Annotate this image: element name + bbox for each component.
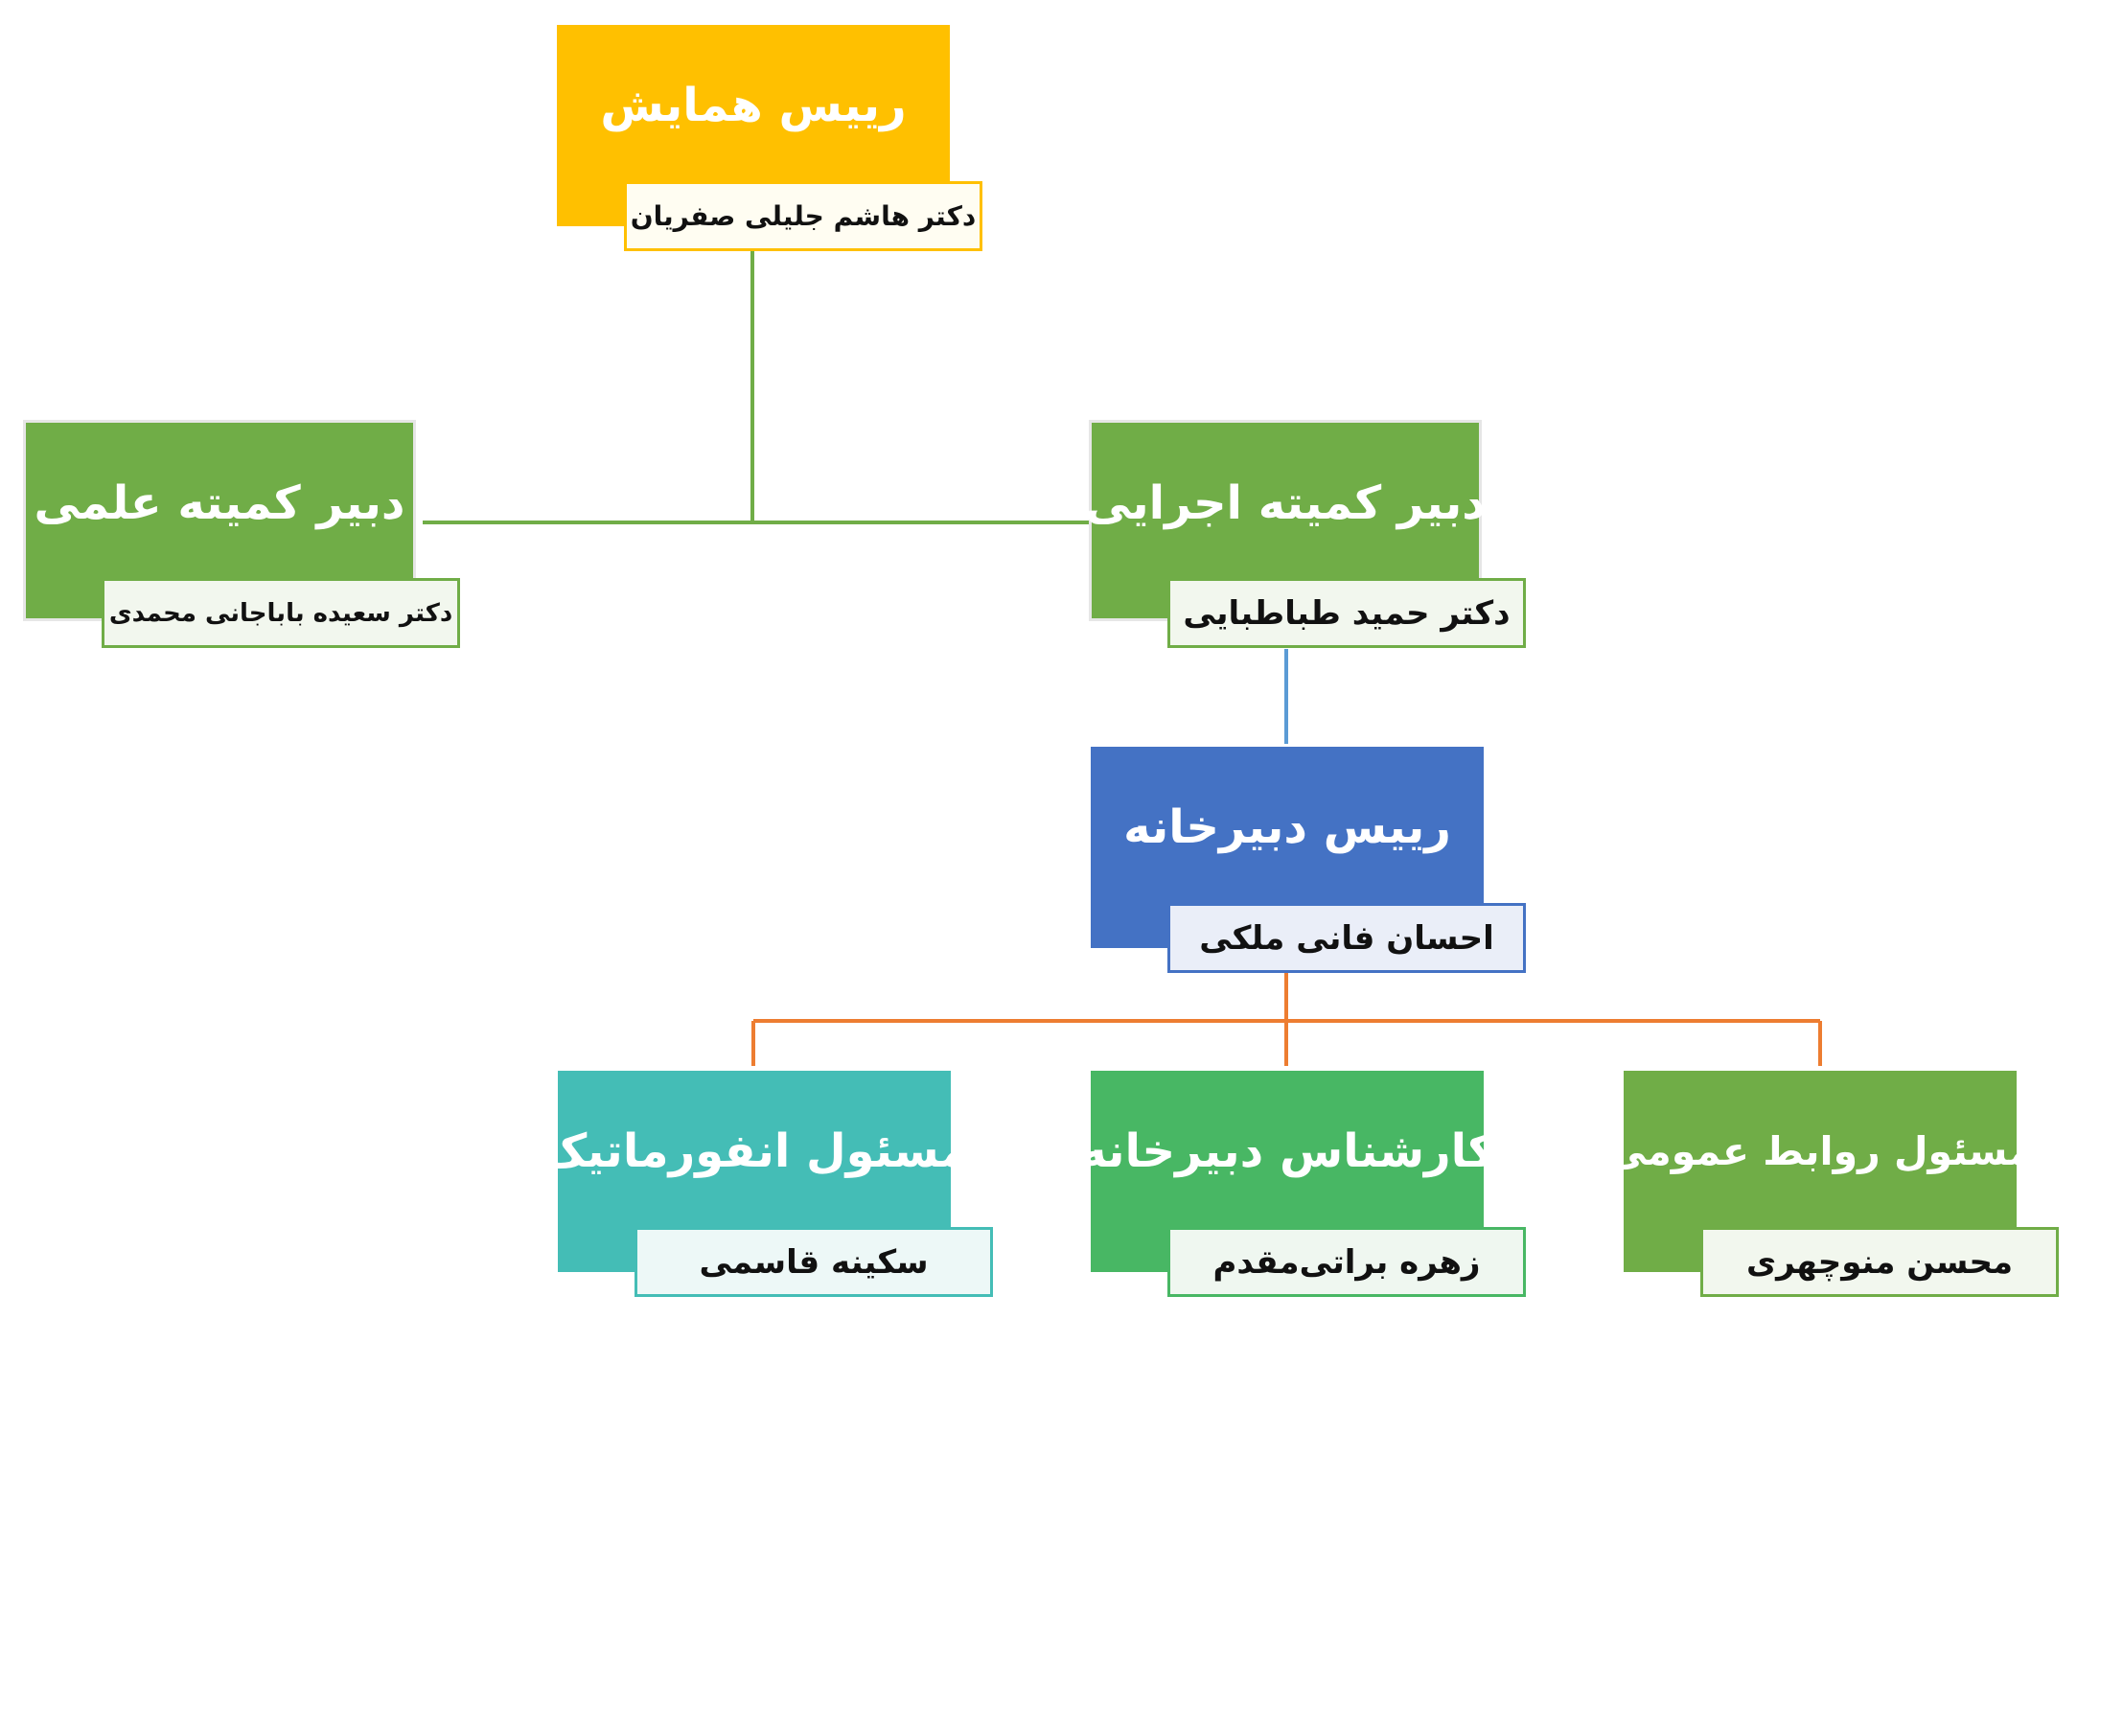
- node-name-public-relations-officer: محسن منوچهری: [1700, 1227, 2059, 1297]
- node-title: دبیر کمیته علمی: [34, 476, 405, 530]
- node-title: دبیر کمیته اجرایی: [1085, 476, 1486, 530]
- node-name-executive-secretary: دکتر حمید طباطبایی: [1167, 578, 1526, 648]
- node-title: مسئول انفورماتیک: [540, 1124, 969, 1178]
- node-name-scientific-secretary: دکتر سعیده باباجانی محمدی: [102, 578, 460, 648]
- node-title: کارشناس دبیرخانه: [1079, 1124, 1495, 1178]
- node-name-conference-chair: دکتر هاشم جلیلی صفریان: [624, 181, 982, 251]
- node-title: رییس همایش: [600, 79, 907, 132]
- node-name-secretariat-head: احسان فانی ملکی: [1167, 903, 1526, 973]
- node-title: رییس دبیرخانه: [1123, 800, 1451, 854]
- node-name-secretariat-expert: زهره براتی‌مقدم: [1167, 1227, 1526, 1297]
- node-title: مسئول روابط عمومی: [1606, 1128, 2034, 1174]
- node-name-informatics-officer: سکینه قاسمی: [635, 1227, 993, 1297]
